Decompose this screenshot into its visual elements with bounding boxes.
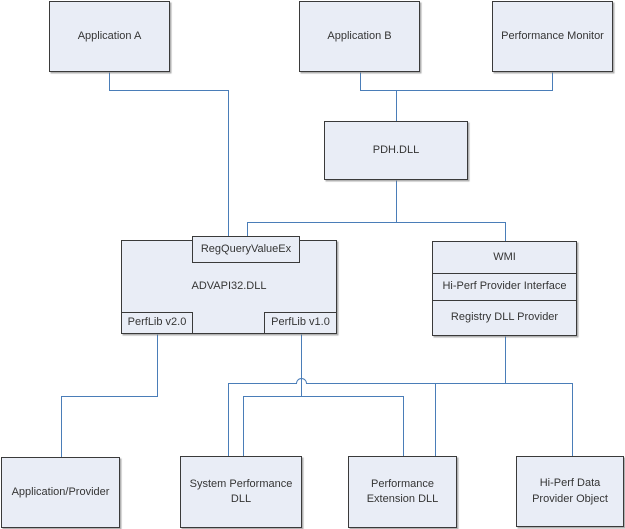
connector-perflib-bus-to-dlls [243, 396, 404, 457]
connector-application-a-to-regqueryvalueex [109, 72, 229, 237]
connector-split-to-regqueryvalueex-and-wmi [247, 222, 506, 242]
connector-application-b-to-performance-monitor [360, 72, 553, 91]
connector-perflib-v2-to-application-provider [61, 334, 158, 458]
connector-provider-bus-with-hop [228, 378, 573, 457]
